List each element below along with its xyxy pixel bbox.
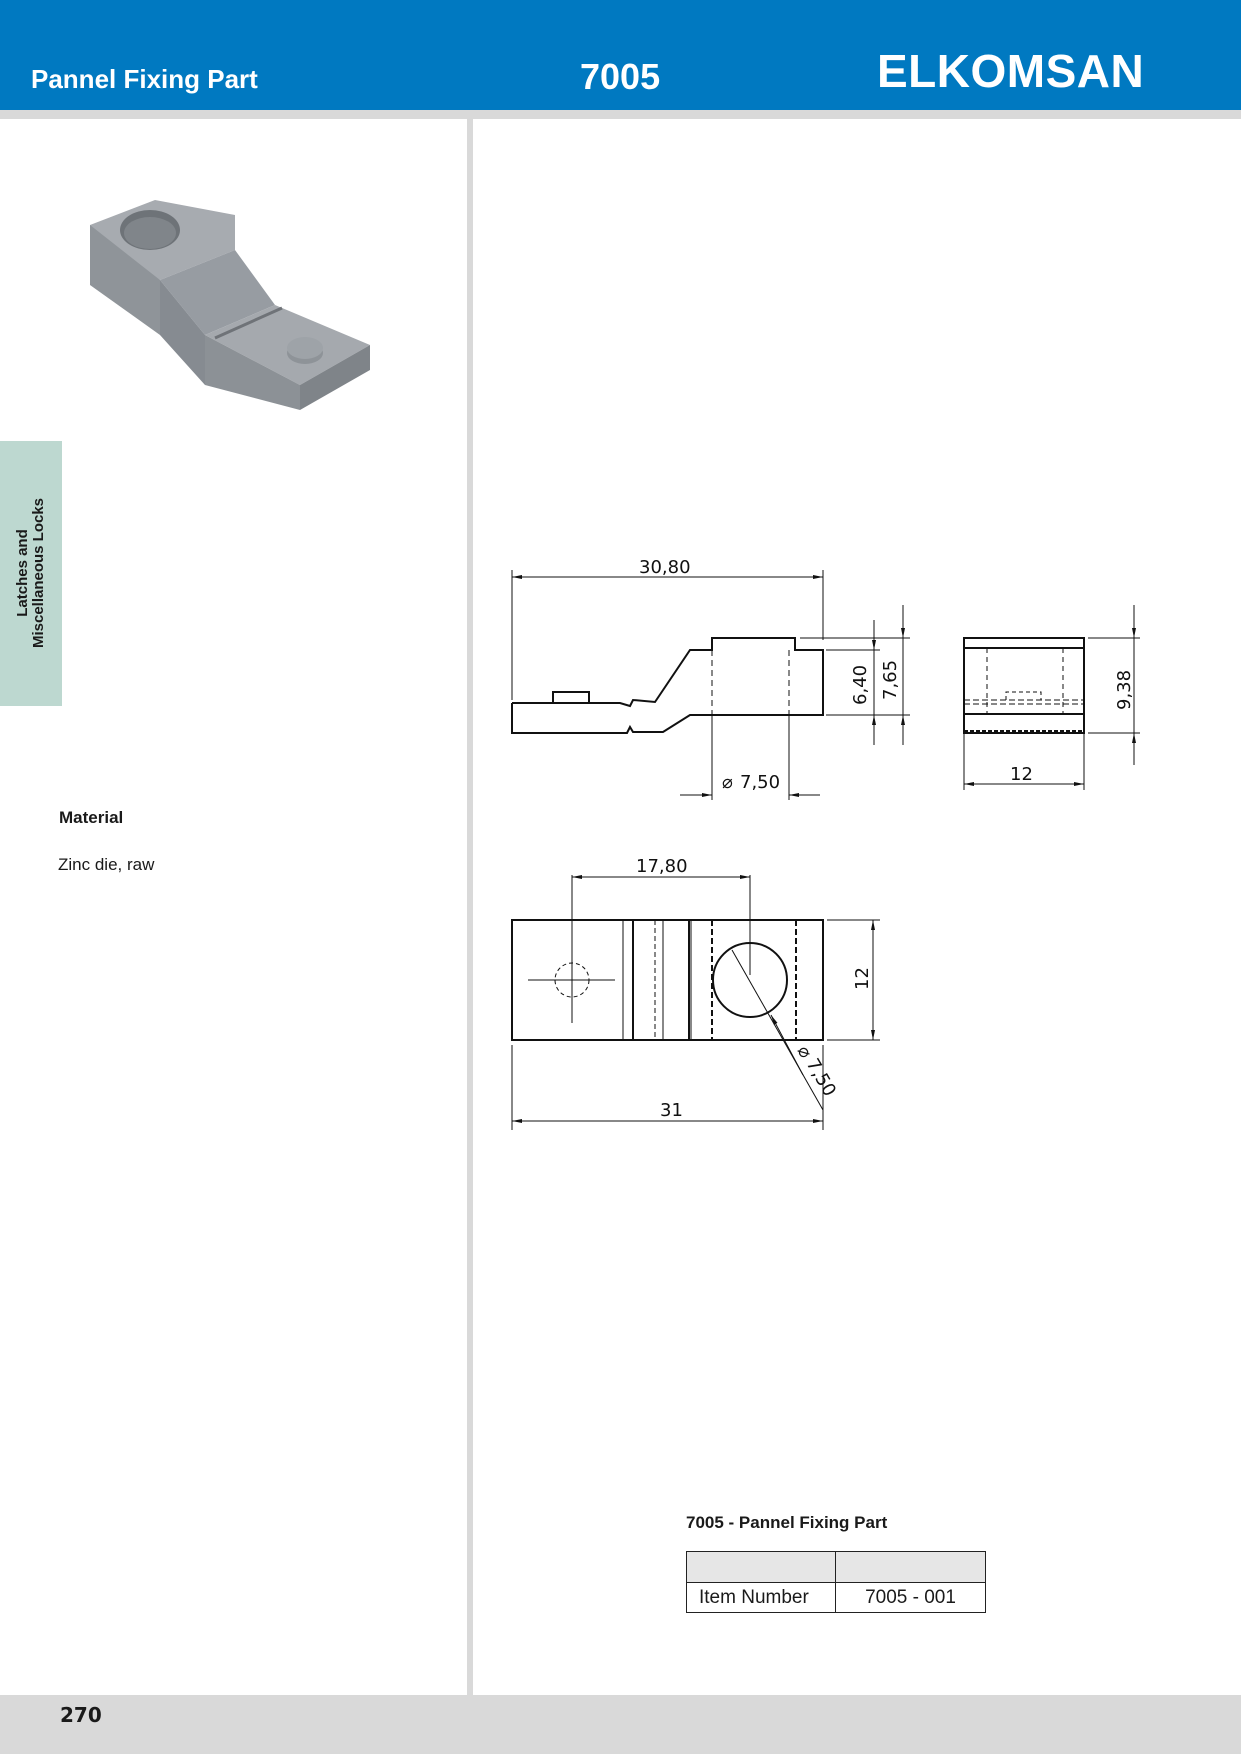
technical-drawing: 30,80 6,40 7,65 ⌀ 7,50 12 9,38 (511, 557, 1140, 1130)
dim-width-end: 12 (1010, 764, 1033, 785)
table-row: Item Number 7005 - 001 (686, 1582, 986, 1613)
item-number-value: 7005 - 001 (835, 1582, 986, 1613)
dim-height-inner: 6,40 (850, 665, 871, 705)
column-divider (467, 119, 473, 1695)
header-title: Pannel Fixing Part (31, 64, 258, 94)
dim-height-outer: 7,65 (880, 660, 901, 700)
dim-hole-top: 7,50 (802, 1055, 840, 1100)
header-cell-2 (835, 1551, 986, 1583)
category-line-2: Miscellaneous Locks (30, 497, 47, 649)
brand-logo: ELKOMSAN (877, 45, 1145, 97)
spec-table: Item Number 7005 - 001 (686, 1551, 986, 1613)
dim-height-end: 9,38 (1114, 670, 1135, 710)
dim-length-side: 30,80 (639, 557, 691, 578)
category-line-1: Latches and (14, 529, 31, 617)
svg-text:⌀: ⌀ (722, 772, 733, 793)
header-separator (0, 110, 1241, 119)
dim-hole-side: 7,50 (740, 772, 780, 793)
end-view (963, 637, 1085, 734)
page-number: 270 (60, 1703, 102, 1727)
dim-length-top: 31 (660, 1100, 683, 1121)
header-product-code: 7005 (580, 56, 661, 97)
header-cell-1 (686, 1551, 836, 1583)
category-tab (0, 441, 62, 706)
material-label: Material (59, 808, 124, 827)
side-view (511, 637, 824, 734)
dim-width-top: 12 (852, 967, 873, 990)
category-tab-label: Latches and Miscellaneous Locks (14, 497, 47, 649)
product-photo (90, 200, 370, 410)
page-footer (0, 1695, 1241, 1754)
dim-hole-spacing: 17,80 (636, 856, 688, 877)
page-header: Pannel Fixing Part 7005 ELKOMSAN (0, 0, 1241, 110)
spec-table-title: 7005 - Pannel Fixing Part (686, 1513, 888, 1532)
material-value: Zinc die, raw (58, 855, 155, 874)
spec-table-header (686, 1551, 986, 1583)
item-number-label: Item Number (686, 1582, 836, 1613)
